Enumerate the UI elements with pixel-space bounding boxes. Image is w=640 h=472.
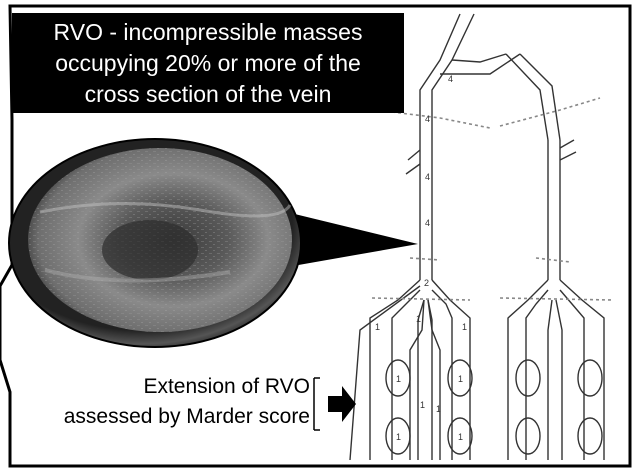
- score-label: 4: [425, 172, 430, 182]
- score-label: 4: [448, 74, 453, 84]
- dotted-guides: [372, 98, 612, 300]
- score-label: 1: [396, 432, 401, 442]
- score-label: 1: [420, 400, 425, 410]
- title-line: occupying 20% or more of the: [12, 48, 404, 79]
- title-line: RVO - incompressible masses: [12, 17, 404, 48]
- score-label: 1: [396, 374, 401, 384]
- score-label: 1: [462, 322, 467, 332]
- score-label: 4: [425, 218, 430, 228]
- caption-line: assessed by Marder score: [64, 402, 310, 432]
- thrombus-region: [102, 220, 198, 280]
- vein-schematic-right: [508, 140, 604, 460]
- title-line: cross section of the vein: [12, 79, 404, 110]
- caption-bracket: [312, 376, 322, 432]
- score-label: 2: [424, 278, 429, 288]
- caption: Extension of RVO assessed by Marder scor…: [64, 372, 310, 432]
- score-label: 1: [458, 374, 463, 384]
- right-arrow-icon: [326, 384, 358, 424]
- score-label: 1: [436, 404, 441, 414]
- score-label: 1: [458, 432, 463, 442]
- score-label: 1: [416, 314, 421, 324]
- score-label: 1: [375, 322, 380, 332]
- title-box: RVO - incompressible masses occupying 20…: [12, 13, 404, 113]
- score-labels: 4 4 4 4 2 1 1 1 1 1 1 1 1 1: [375, 74, 467, 442]
- score-label: 4: [425, 114, 430, 124]
- caption-line: Extension of RVO: [64, 372, 310, 402]
